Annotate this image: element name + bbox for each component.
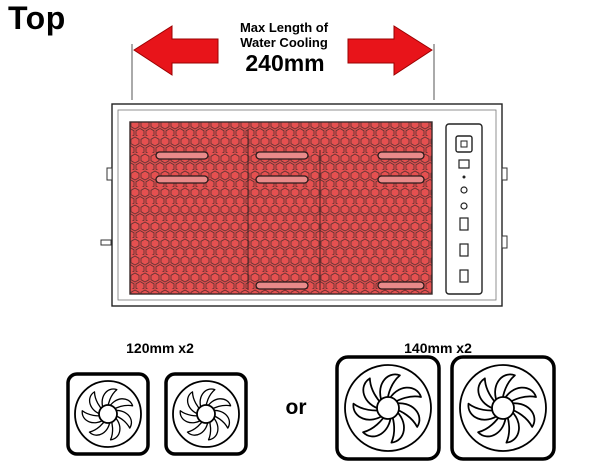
max-length-line2: Water Cooling xyxy=(240,35,328,50)
fan-icon xyxy=(335,355,441,461)
max-length-value: 240mm xyxy=(245,50,325,76)
max-length-label: Max Length of Water Cooling xyxy=(224,20,344,50)
fan-icon xyxy=(66,372,150,456)
fan-icon xyxy=(164,372,248,456)
right-arrow-icon xyxy=(347,25,433,76)
fan-140-label: 140mm x2 xyxy=(404,340,472,356)
max-length-line1: Max Length of xyxy=(239,20,329,35)
front-io-panel xyxy=(445,123,483,295)
fan-120-label: 120mm x2 xyxy=(126,340,194,356)
fan-icon xyxy=(450,355,556,461)
section-title: Top xyxy=(8,0,66,36)
left-arrow-icon xyxy=(133,25,219,76)
radiator-mount-area xyxy=(129,121,433,295)
or-label: or xyxy=(285,396,307,419)
